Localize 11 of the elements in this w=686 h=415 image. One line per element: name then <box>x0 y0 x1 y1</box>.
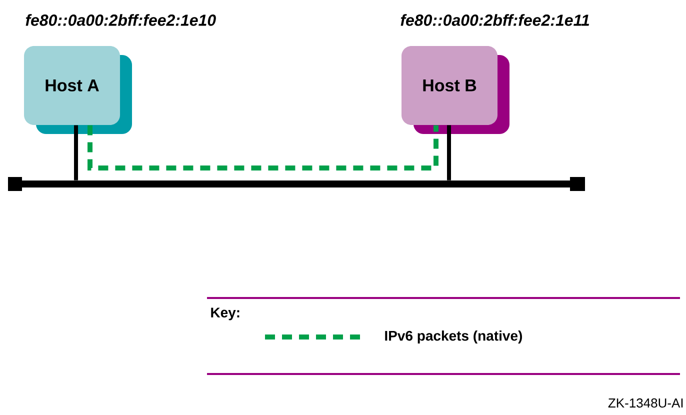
legend-text: IPv6 packets (native) <box>385 330 522 344</box>
key-heading: Key: <box>211 308 240 320</box>
host-box: Host B <box>402 46 510 134</box>
host-box: Host A <box>24 46 132 134</box>
packet-path <box>88 125 438 170</box>
network-bus <box>8 177 585 191</box>
figure-id: ZK-1348U-AI <box>608 398 683 408</box>
address-label: fe80::0a00:2bff:fee2:1e10 <box>26 14 216 26</box>
address-label: fe80::0a00:2bff:fee2:1e11 <box>400 14 590 26</box>
network-link <box>74 125 78 180</box>
network-link <box>447 125 451 180</box>
